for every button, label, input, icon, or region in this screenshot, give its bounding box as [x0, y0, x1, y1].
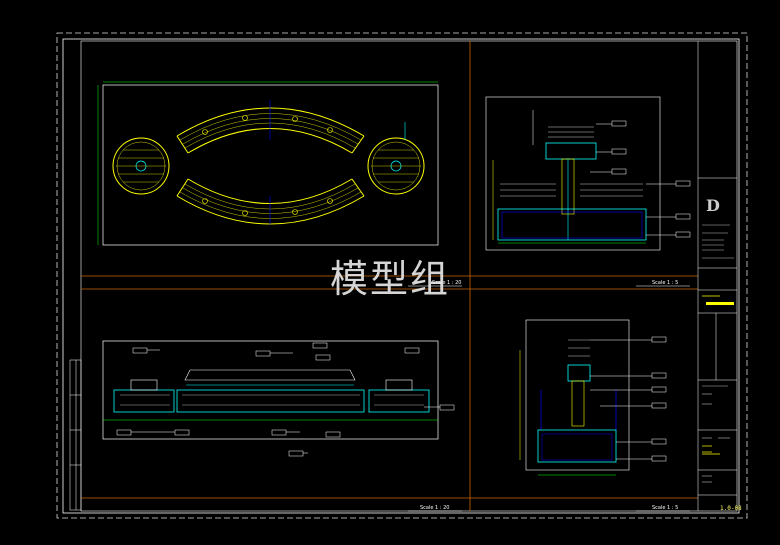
plan-outline: [102, 84, 439, 246]
round-stool-right: [367, 122, 425, 195]
curved-bench-upper: [176, 107, 365, 154]
outer-dashed-frame: [56, 32, 748, 519]
title-block: [697, 41, 737, 511]
sheet-number: 1.0-08: [720, 505, 742, 512]
scale-label-section-top: Scale 1 : 5: [652, 280, 679, 286]
round-stool-left: [112, 137, 170, 195]
scale-label-section-bottom: Scale 1 : 5: [652, 505, 679, 511]
elevation-view: [102, 340, 455, 457]
drawing-border: [62, 38, 740, 514]
section-detail-bottom: [519, 319, 667, 476]
scale-label-elevation: Scale 1 : 20: [420, 505, 450, 511]
sheet-dividers: [81, 41, 698, 511]
revision-strip: [69, 359, 82, 511]
section-detail-top: [485, 96, 691, 251]
scale-markers: [408, 285, 690, 512]
company-logo: D: [706, 196, 720, 215]
scale-label-plan: Scale 1 : 20: [432, 280, 462, 286]
watermark: 模型组: [330, 257, 451, 301]
title-block-text-rows: [702, 224, 734, 483]
bench-bolts: [202, 115, 333, 216]
plan-view: [97, 81, 439, 246]
curved-bench-lower: [176, 178, 365, 225]
title-block-yellow-notes: [702, 295, 720, 455]
title-block-highlight: [706, 302, 734, 305]
